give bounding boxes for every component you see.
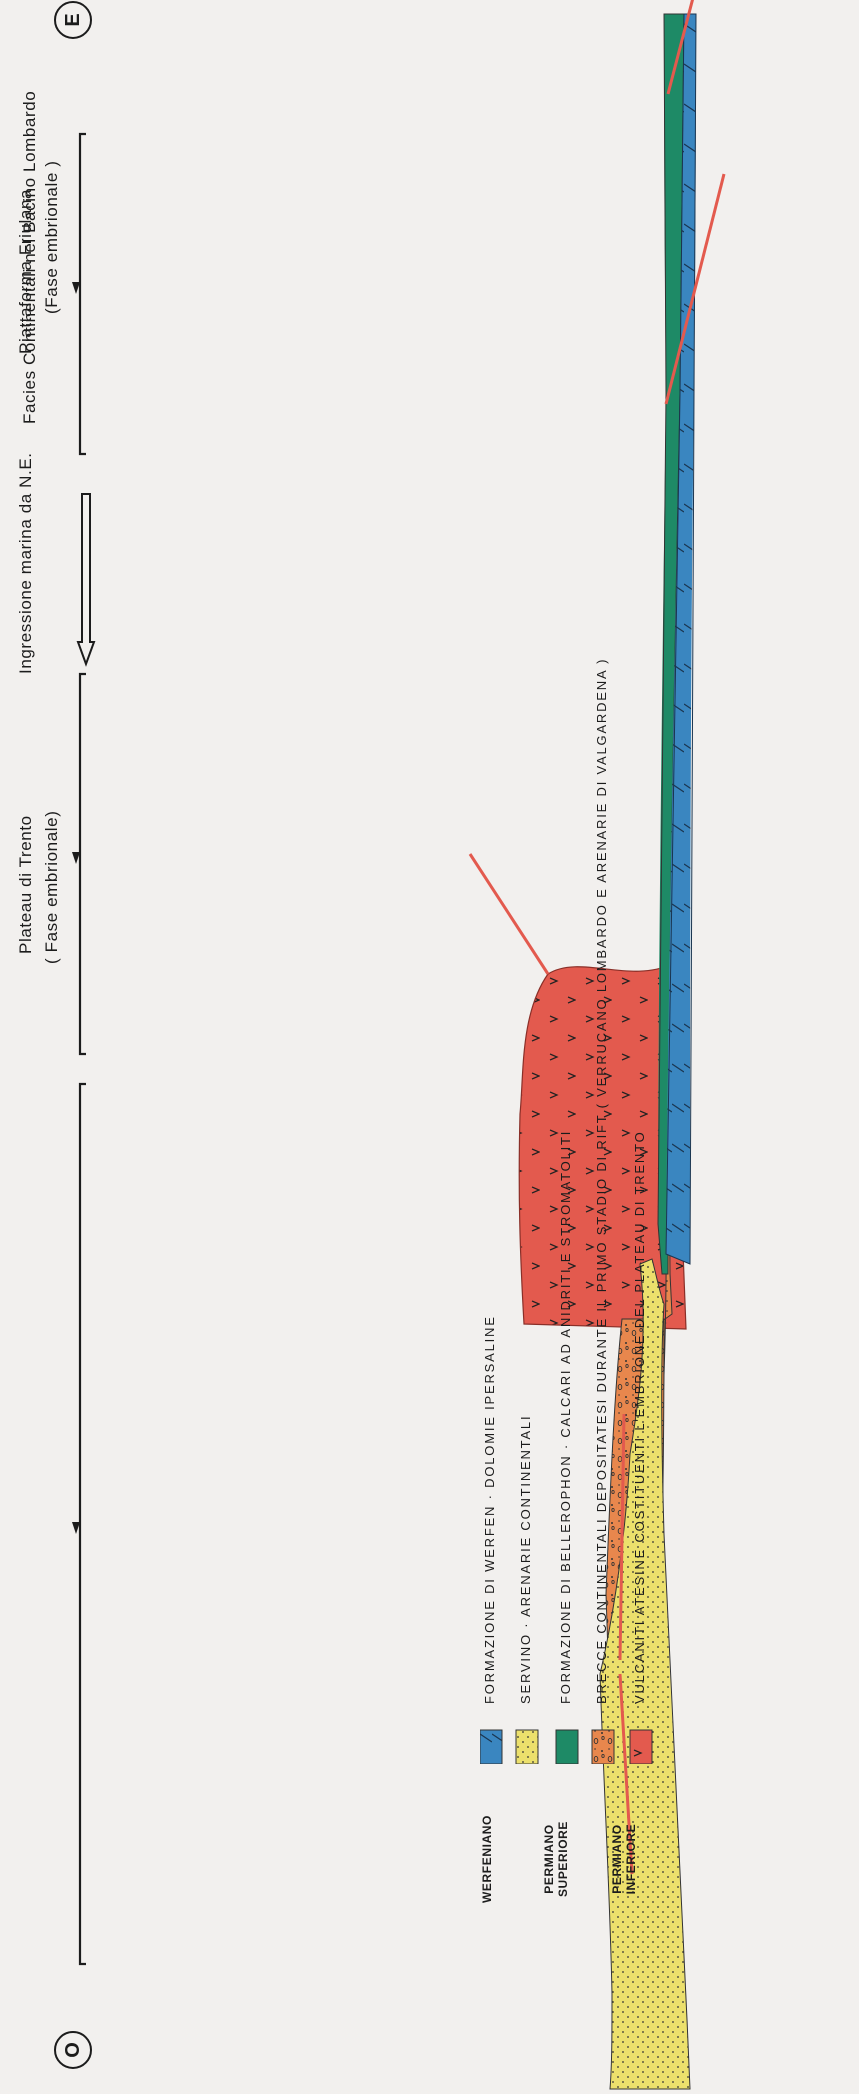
header-friulana-title: Piattaforma Friulana [16,189,36,354]
swatch-werfen [480,1730,502,1764]
west-marker-label: O [62,2042,85,2058]
ingression-arrow [78,494,94,664]
east-marker: E [54,1,92,39]
swatch-breccia [592,1730,614,1764]
legend-item-servino: SERVINO · ARENARIE CONTINENTALI [518,1415,533,1704]
swatch-bellerophon [556,1730,578,1764]
brackets [80,134,86,1964]
swatch-servino [516,1730,538,1764]
legend-item-bellerophon: FORMAZIONE DI BELLEROPHON · CALCARI AD A… [558,1130,573,1704]
bracket-arrows [72,282,80,1534]
legend-group-werfeniano: WERFENIANO [480,1794,494,1924]
legend-swatches [480,1724,700,1764]
legend-group-permiano-sup: PERMIANO SUPERIORE [542,1794,570,1924]
legend-item-breccia: BRECCE CONTINENTALI DEPOSITATESI DURANTE… [594,658,609,1704]
legend-group-permiano-inf: PERMIANO INFERIORE [610,1794,638,1924]
header-plateau-title: Plateau di Trento [16,815,36,954]
legend-item-werfen: FORMAZIONE DI WERFEN · DOLOMIE IPERSALIN… [482,1315,497,1704]
swatch-vulcaniti [630,1730,652,1764]
bracket-bacino [80,1084,86,1964]
header-friulana-sub: (Fase embrionale ) [42,161,62,314]
west-marker: O [54,2031,92,2069]
header-plateau-sub: ( Fase embrionale) [42,811,62,964]
header-ingressione: Ingressione marina da N.E. [16,452,36,674]
legend-item-vulcaniti: VULCANITI ATESINE COSTITUENTI L'EMBRIONE… [632,1131,647,1705]
east-marker-label: E [62,13,85,26]
